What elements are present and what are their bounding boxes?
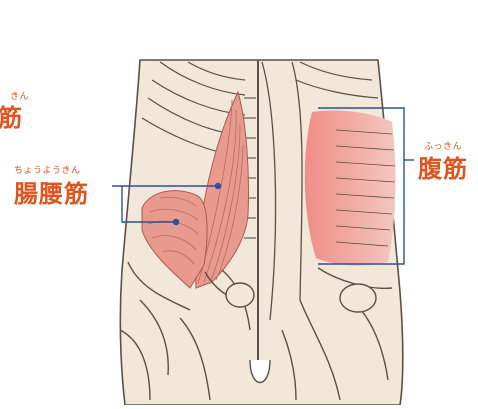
iliopsoas-dot-iliacus — [173, 219, 179, 225]
abdominal-label: 腹筋 — [418, 149, 468, 184]
iliopsoas-label: 腸腰筋 — [14, 174, 89, 209]
iliopsoas-dot-psoas — [215, 183, 221, 189]
abdominal-oblique-muscle — [305, 110, 396, 265]
left-hip-joint — [226, 283, 254, 307]
left-cut-label: 筋 — [0, 98, 23, 133]
right-hip-joint — [340, 284, 376, 312]
